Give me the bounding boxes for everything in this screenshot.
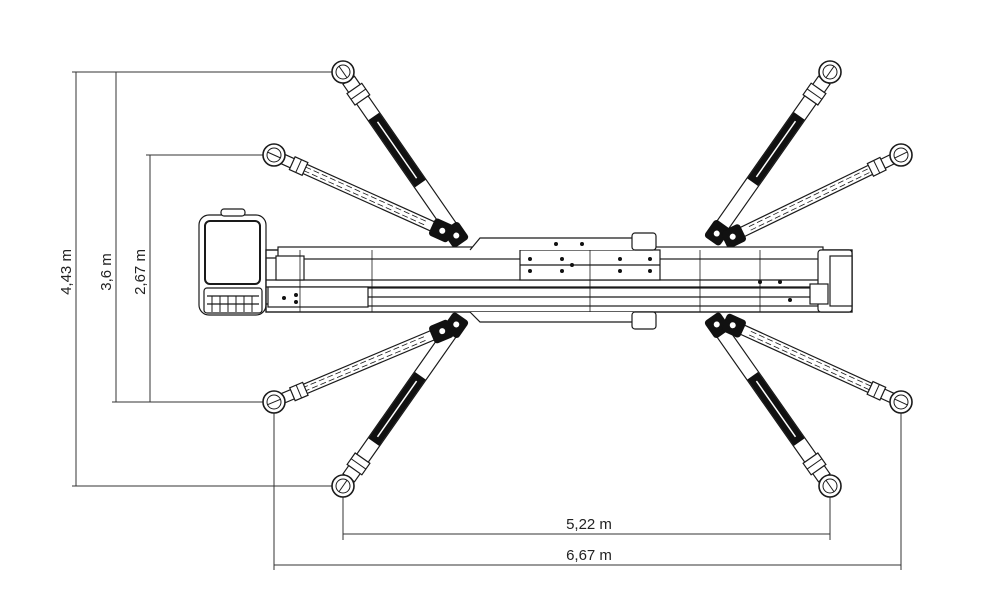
- outrigger-legs: [262, 60, 913, 498]
- dim-label-width-outer: 6,67 m: [566, 547, 612, 564]
- leg-long-top-left: [342, 75, 469, 248]
- leg-long-bottom-left: [342, 312, 469, 483]
- leg-long-bottom-right-foot-pad: [818, 474, 842, 498]
- bolts: [282, 242, 792, 304]
- leg-long-bottom-right: [704, 312, 831, 483]
- leg-short-bottom-left-foot-pad: [262, 390, 286, 414]
- leg-short-bottom-left: [280, 319, 454, 404]
- leg-long-top-right-foot-pad: [818, 60, 842, 84]
- control-box-panel: [204, 220, 261, 285]
- control-box-base: [203, 287, 263, 314]
- machine-body: [198, 208, 853, 330]
- dim-label-height-mid: 3,6 m: [98, 253, 115, 291]
- leg-long-top-left-foot-pad: [331, 60, 355, 84]
- dimension-lines: [72, 71, 902, 570]
- leg-short-top-left-foot-pad: [262, 143, 286, 167]
- leg-long-bottom-left-foot-pad: [331, 474, 355, 498]
- dim-label-width-inner: 5,22 m: [566, 516, 612, 533]
- leg-short-top-left: [280, 153, 454, 243]
- turret-top: [469, 237, 653, 251]
- leg-short-top-right-foot-pad: [889, 143, 913, 167]
- left-end-block: [275, 255, 305, 281]
- dim-label-height-inner: 2,67 m: [132, 249, 149, 295]
- leg-short-top-right: [721, 154, 895, 249]
- leg-short-bottom-right-foot-pad: [889, 390, 913, 414]
- turret-bottom: [469, 311, 653, 323]
- dim-label-height-outer: 4,43 m: [58, 249, 75, 295]
